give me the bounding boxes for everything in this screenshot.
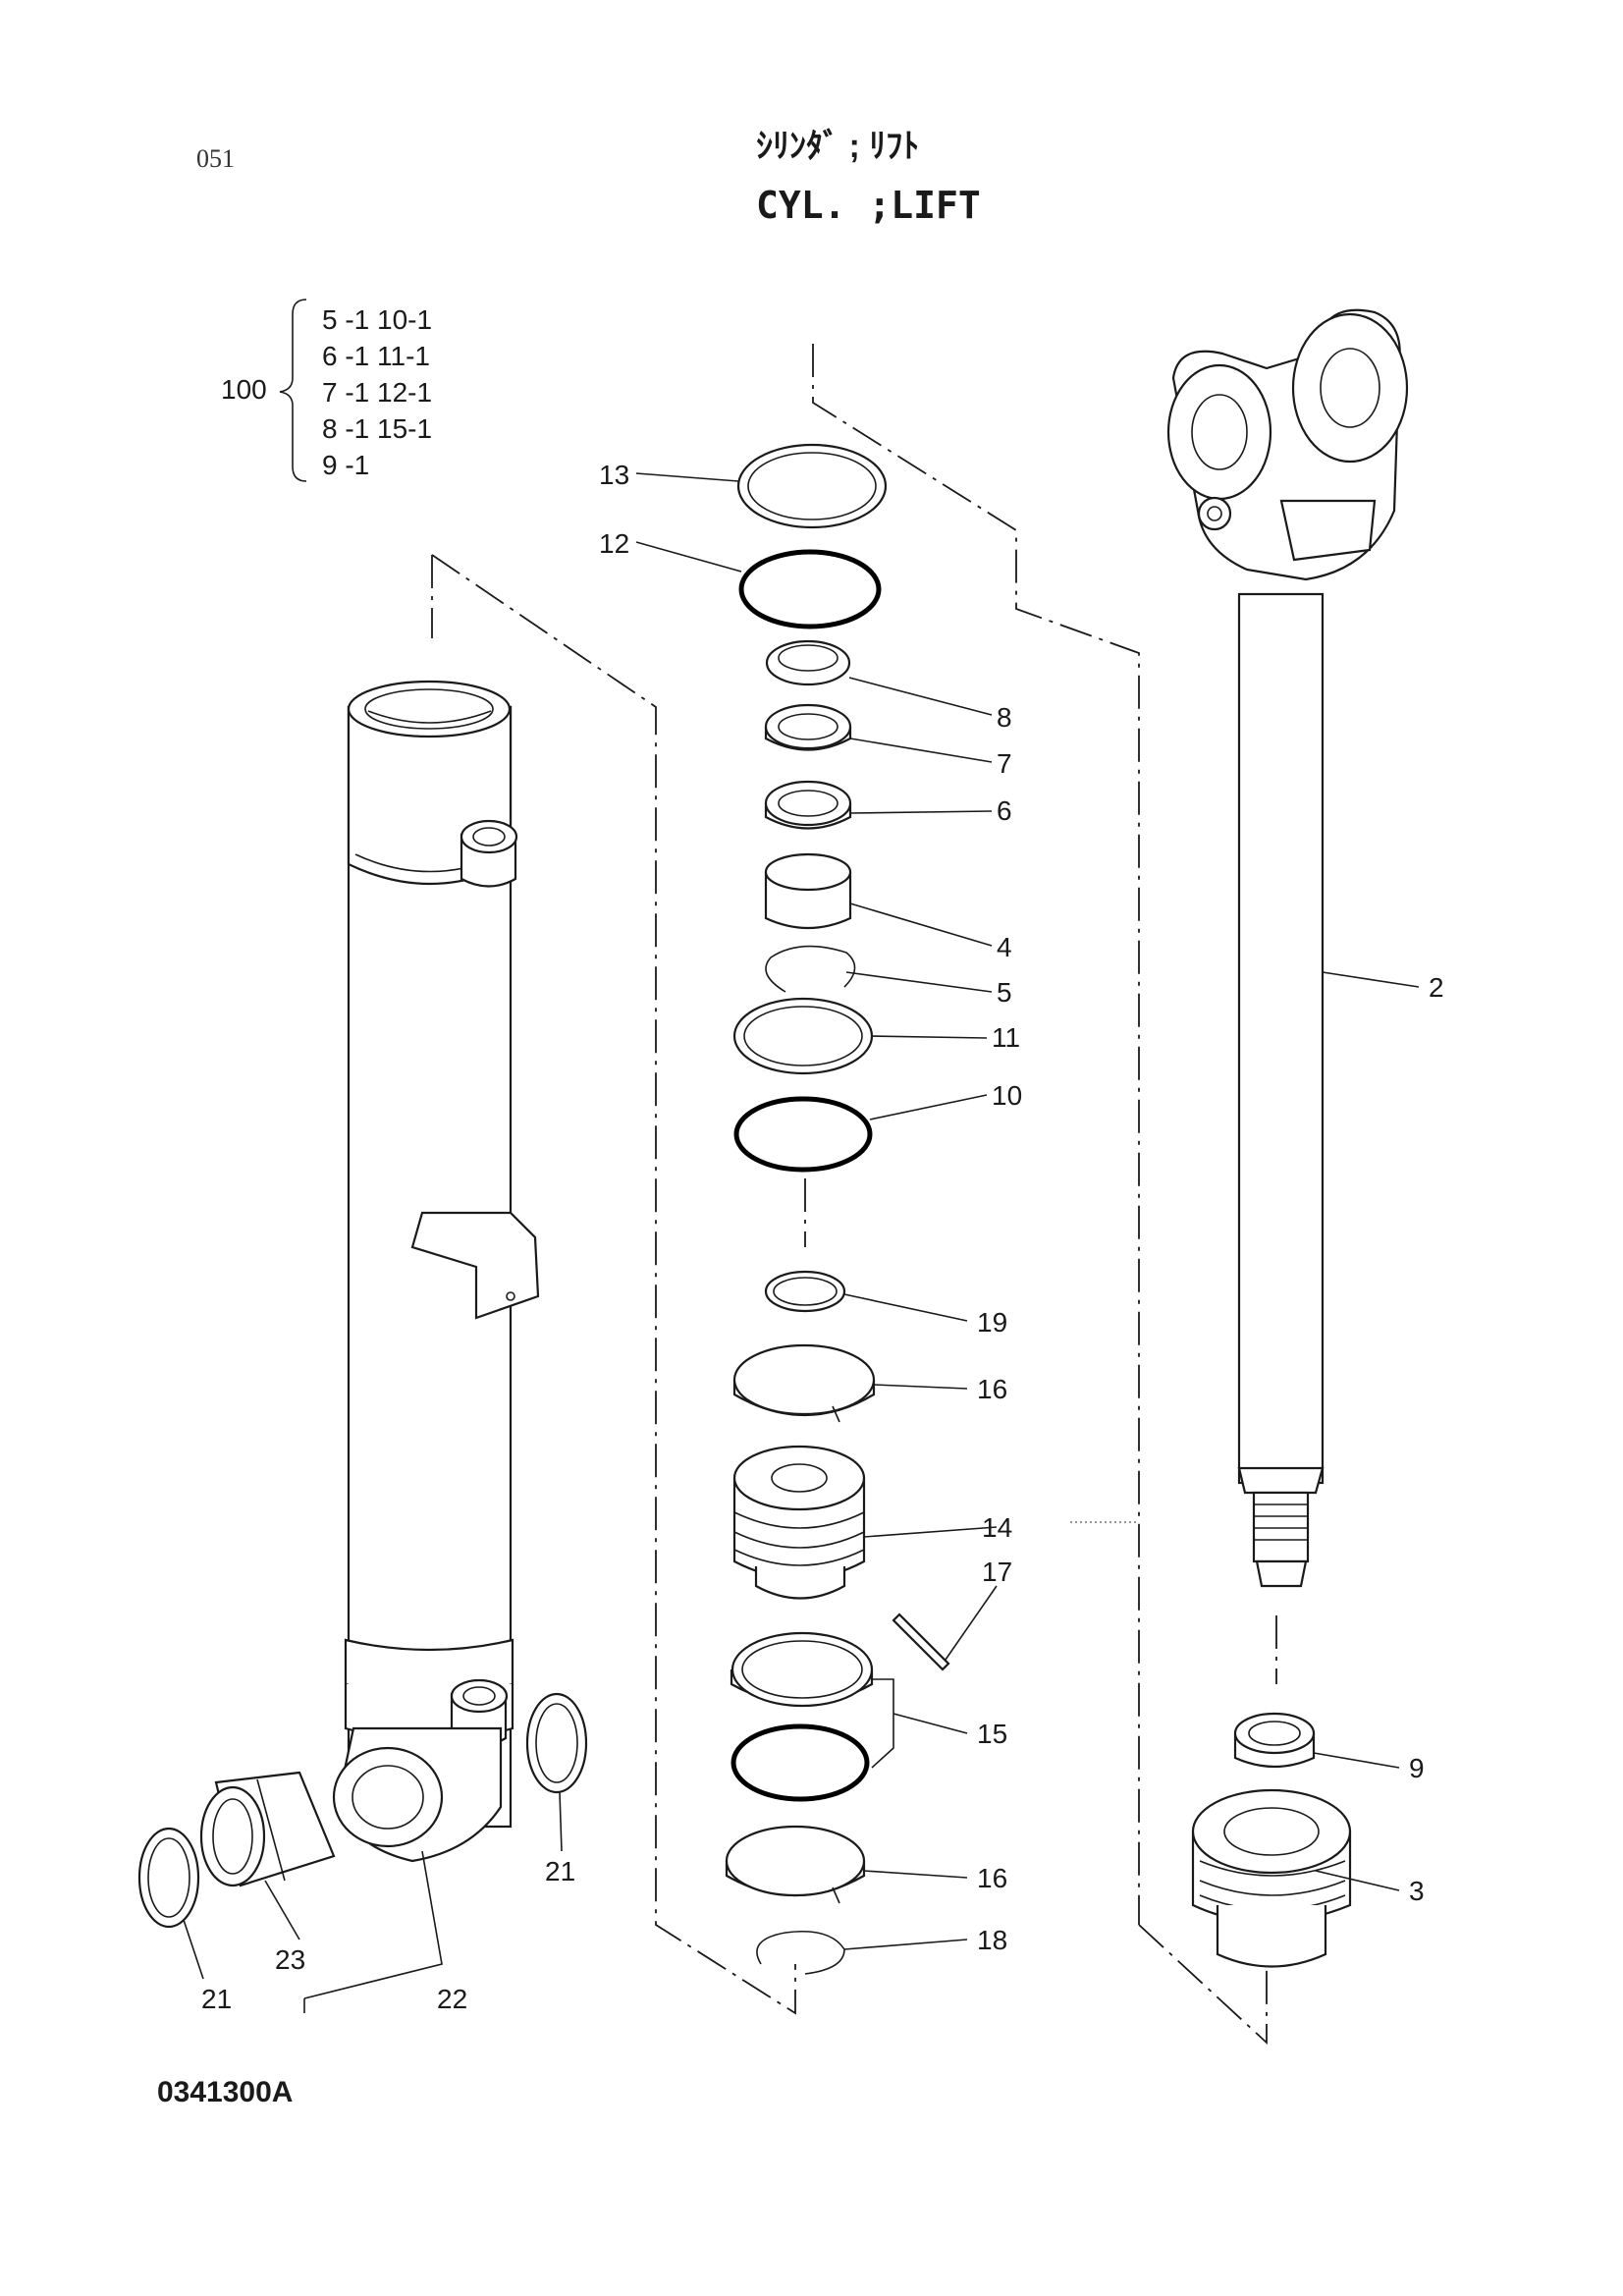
callout-6: 6 xyxy=(997,795,1012,826)
callout-19: 19 xyxy=(977,1307,1007,1338)
title-english: CYL. ;LIFT xyxy=(756,184,981,227)
kit-bracket xyxy=(279,299,307,482)
callout-7: 7 xyxy=(997,748,1012,779)
bushing-4-part xyxy=(764,852,852,930)
callout-23: 23 xyxy=(275,1944,305,1975)
callout-4: 4 xyxy=(997,932,1012,962)
callout-5: 5 xyxy=(997,977,1012,1008)
kit-list: 100 5 -1 10-1 6 -1 11-1 7 -1 12-1 8 -1 1… xyxy=(221,299,432,482)
kit-line-5: 9 -1 xyxy=(322,450,369,480)
backup-ring-11-part xyxy=(732,997,874,1075)
title-japanese: ｼﾘﾝﾀﾞ ; ﾘﾌﾄ xyxy=(756,128,919,165)
snap-ring-18-part xyxy=(756,1930,845,1975)
kit-line-4: 8 -1 15-1 xyxy=(322,413,432,444)
callout-2: 2 xyxy=(1429,972,1444,1003)
kit-line-2: 6 -1 11-1 xyxy=(322,341,430,371)
callout-21-right: 21 xyxy=(545,1856,575,1886)
callout-10: 10 xyxy=(992,1080,1022,1111)
o-ring-15-part xyxy=(730,1723,870,1802)
drawing-number: 0341300A xyxy=(157,2076,293,2108)
washer-19-part xyxy=(764,1270,846,1313)
cylinder-head-part xyxy=(1191,1788,1352,1968)
callout-22: 22 xyxy=(437,1984,467,2014)
callout-3: 3 xyxy=(1409,1876,1425,1906)
explode-lines xyxy=(431,344,1277,2046)
callout-17: 17 xyxy=(982,1557,1012,1587)
pin-17-part xyxy=(892,1613,950,1671)
o-ring-12-part xyxy=(738,549,882,629)
kit-line-1: 5 -1 10-1 xyxy=(322,304,432,335)
backup-ring-15-part xyxy=(730,1631,874,1708)
kit-number: 100 xyxy=(221,374,267,405)
callout-11: 11 xyxy=(992,1022,1020,1053)
wear-ring-16-upper-part xyxy=(732,1343,876,1423)
wiper-ring-part xyxy=(1233,1712,1316,1769)
callout-8: 8 xyxy=(997,702,1012,733)
callout-12: 12 xyxy=(599,528,629,559)
bushing-part xyxy=(199,1771,336,1887)
seal-7-part xyxy=(764,703,852,751)
leader-lines xyxy=(183,472,1420,2013)
callout-labels: 13 12 8 7 6 4 5 11 10 19 16 14 17 15 16 … xyxy=(201,460,1444,2014)
piston-14-part xyxy=(732,1445,866,1600)
callout-21-left: 21 xyxy=(201,1984,232,2014)
piston-rod-part xyxy=(1166,308,1409,1588)
cylinder-tube-part xyxy=(332,680,540,1863)
wear-ring-16-lower-part xyxy=(725,1825,866,1904)
dust-seal-right-part xyxy=(525,1692,588,1794)
snap-ring-5-part xyxy=(765,945,856,993)
page-number: 051 xyxy=(196,144,235,173)
kit-line-3: 7 -1 12-1 xyxy=(322,377,432,408)
o-ring-10-part xyxy=(733,1096,873,1173)
callout-18: 18 xyxy=(977,1925,1007,1955)
seal-6-part xyxy=(764,780,852,830)
callout-15: 15 xyxy=(977,1719,1007,1749)
callout-14: 14 xyxy=(982,1512,1012,1543)
dust-seal-left-part xyxy=(137,1827,200,1929)
callout-13: 13 xyxy=(599,460,629,490)
callout-16-lower: 16 xyxy=(977,1863,1007,1893)
backup-ring-13-part xyxy=(736,443,888,529)
callout-9: 9 xyxy=(1409,1753,1425,1783)
seal-8-part xyxy=(765,639,851,686)
callout-16-upper: 16 xyxy=(977,1374,1007,1404)
